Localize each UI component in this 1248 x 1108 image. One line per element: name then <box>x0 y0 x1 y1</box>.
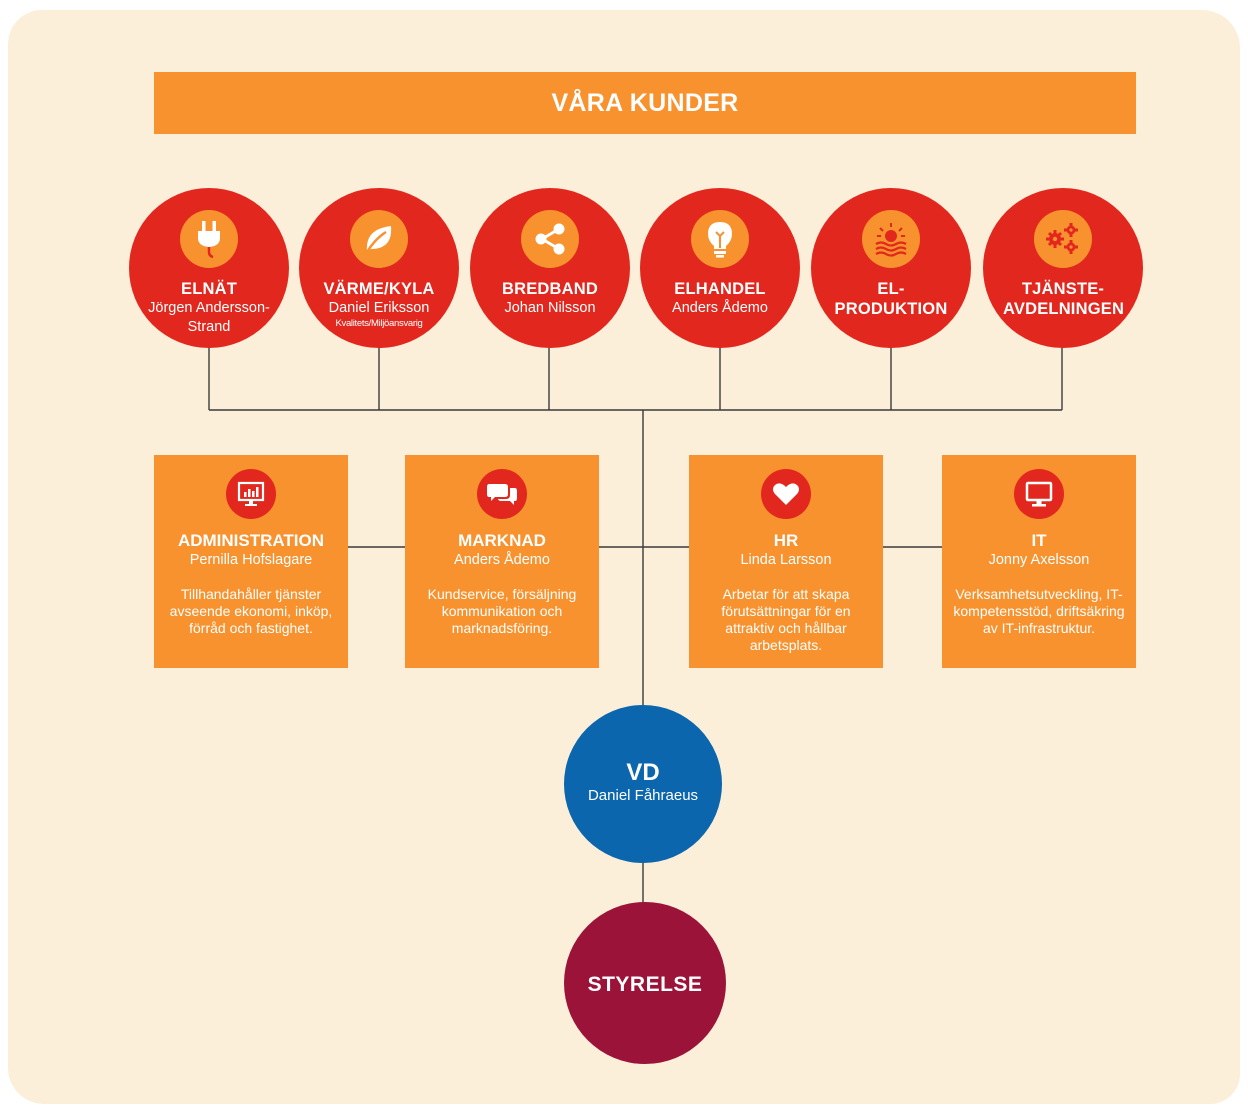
department-description: Arbetar för att skapa förutsättningar fö… <box>721 586 851 653</box>
heart-icon <box>761 469 811 519</box>
plug-icon <box>180 210 238 268</box>
customer-title: ELHANDEL <box>674 280 766 298</box>
department-title: MARKNAD <box>458 531 546 550</box>
department-head: Linda Larsson <box>740 552 832 568</box>
customer-contact: Daniel Eriksson <box>328 300 430 316</box>
monitor-icon <box>1014 469 1064 519</box>
gears-icon <box>1034 210 1092 268</box>
department-description: Tillhandahåller tjänster avseende ekonom… <box>169 586 333 636</box>
customer-title: TJÄNSTE-AVDELNINGEN <box>1003 280 1125 318</box>
department-description: Verksamhetsutveckling, IT-kompetensstöd,… <box>953 586 1125 636</box>
leaf-icon <box>350 210 408 268</box>
customer-contact: Anders Ådemo <box>672 300 768 316</box>
department-head: Jonny Axelsson <box>988 552 1090 568</box>
department-title: HR <box>773 531 799 550</box>
customer-elnat: ELNÄT Jörgen Andersson-Strand <box>129 188 289 348</box>
sun-water-icon <box>862 210 920 268</box>
board-node: STYRELSE <box>564 902 726 1064</box>
department-head: Pernilla Hofslagare <box>189 552 313 568</box>
department-hr: HR Linda Larsson Arbetar för att skapa f… <box>689 455 883 668</box>
customer-title: VÄRME/KYLA <box>323 280 435 298</box>
customer-title: EL-PRODUKTION <box>834 280 948 318</box>
department-title: ADMINISTRATION <box>177 531 325 550</box>
customer-tjansteavdelningen: TJÄNSTE-AVDELNINGEN <box>983 188 1143 348</box>
department-head: Anders Ådemo <box>454 552 550 568</box>
lightbulb-icon <box>691 210 749 268</box>
board-title: STYRELSE <box>587 973 703 996</box>
department-marknad: MARKNAD Anders Ådemo Kundservice, försäl… <box>405 455 599 668</box>
ceo-node: VD Daniel Fåhraeus <box>564 705 722 863</box>
department-administration: ADMINISTRATION Pernilla Hofslagare Tillh… <box>154 455 348 668</box>
ceo-title: VD <box>626 759 660 786</box>
customer-role: Kvalitets/Miljöansvarig <box>335 318 423 329</box>
department-description: Kundservice, försäljning kommunikation o… <box>427 586 577 636</box>
customer-contact: Johan Nilsson <box>504 300 596 316</box>
customer-bredband: BREDBAND Johan Nilsson <box>470 188 630 348</box>
customer-title: BREDBAND <box>501 280 599 298</box>
ceo-name: Daniel Fåhraeus <box>587 787 699 804</box>
monitor-chart-icon <box>226 469 276 519</box>
customer-varme-kyla: VÄRME/KYLA Daniel Eriksson Kvalitets/Mil… <box>299 188 459 348</box>
department-title: IT <box>1031 531 1047 550</box>
customers-banner: VÅRA KUNDER <box>154 72 1136 134</box>
customer-elhandel: ELHANDEL Anders Ådemo <box>640 188 800 348</box>
department-it: IT Jonny Axelsson Verksamhetsutveckling,… <box>942 455 1136 668</box>
speech-bubbles-icon <box>477 469 527 519</box>
customer-el-produktion: EL-PRODUKTION <box>811 188 971 348</box>
customer-contact: Jörgen Andersson-Strand <box>148 300 270 335</box>
banner-title: VÅRA KUNDER <box>551 88 739 117</box>
share-icon <box>521 210 579 268</box>
customer-title: ELNÄT <box>181 280 237 298</box>
